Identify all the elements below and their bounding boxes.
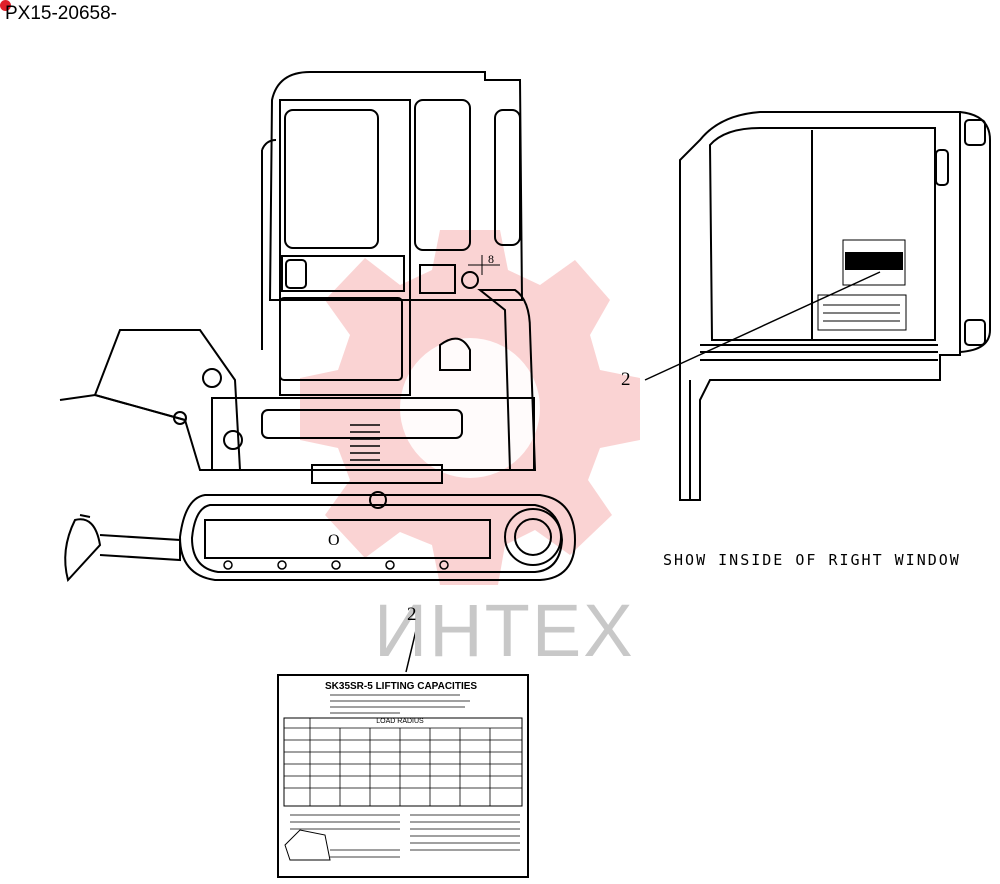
decal-title: SK35SR-5 LIFTING CAPACITIES [325, 681, 478, 692]
measure-mark [468, 255, 500, 275]
leader-line-right [644, 271, 881, 381]
right-window-view [679, 111, 991, 501]
callout-number-decal: 2 [407, 604, 417, 625]
measure-label: 8 [488, 252, 494, 266]
page-code: PX15-20658- [5, 3, 117, 24]
corner-marker-icon [0, 0, 11, 11]
leader-line-decal [405, 621, 419, 673]
view-caption: SHOW INSIDE OF RIGHT WINDOW [663, 551, 961, 569]
decal-load-radius: LOAD RADIUS [376, 718, 424, 725]
watermark-gear-hole [400, 338, 540, 478]
excavator-side-view [59, 71, 577, 583]
callout-number-right: 2 [621, 369, 631, 390]
watermark-text: ИНТЕХ [374, 589, 635, 672]
lifting-capacities-decal [277, 674, 529, 878]
window-decal-icon [817, 239, 907, 331]
track-label-o: O [328, 532, 340, 549]
